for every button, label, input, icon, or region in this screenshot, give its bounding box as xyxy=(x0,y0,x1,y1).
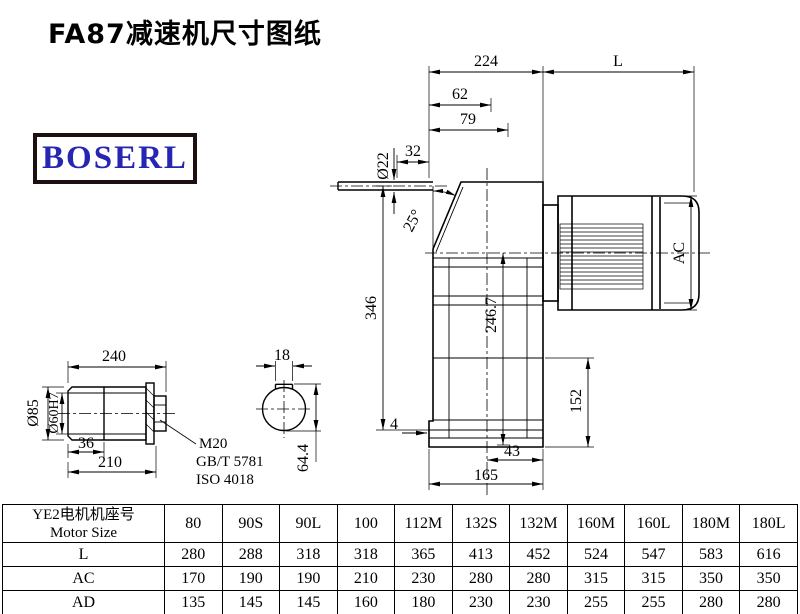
label-m20: M20 xyxy=(199,436,227,452)
dim-dia60h7: Ø60H7 xyxy=(47,392,62,433)
table-cell: 524 xyxy=(566,542,626,567)
motor-size-table: YE2电机机座号 Motor Size 80 90S 90L 100 112M … xyxy=(2,504,798,614)
dim-36: 36 xyxy=(78,435,94,452)
table-cell: 350 xyxy=(681,566,741,591)
dimension-lines xyxy=(45,69,694,487)
dim-dia85: Ø85 xyxy=(25,399,42,427)
table-cell: 230 xyxy=(451,590,511,614)
extension-lines xyxy=(42,66,697,490)
dim-L: L xyxy=(613,53,623,70)
row-label: AD xyxy=(2,590,165,614)
table-cell: 452 xyxy=(509,542,568,567)
motor-size-header: 160M xyxy=(566,504,626,543)
dim-79: 79 xyxy=(460,111,476,128)
table-header-row: YE2电机机座号 Motor Size 80 90S 90L 100 112M … xyxy=(2,504,798,543)
table-cell: 145 xyxy=(221,590,281,614)
table-cell: 280 xyxy=(509,566,568,591)
dim-346: 346 xyxy=(363,296,380,320)
dim-AC: AC xyxy=(671,242,688,264)
motor-size-header: 132M xyxy=(509,504,568,543)
dim-18: 18 xyxy=(274,347,290,364)
table-cell: 280 xyxy=(681,590,741,614)
table-cell: 365 xyxy=(394,542,453,567)
row-label: L xyxy=(2,542,165,567)
motor-size-header: 90S xyxy=(221,504,281,543)
table-cell: 583 xyxy=(681,542,741,567)
table-row-AD: AD 135 145 145 160 180 230 230 255 255 2… xyxy=(2,590,798,614)
table-cell: 255 xyxy=(624,590,683,614)
table-cell: 230 xyxy=(509,590,568,614)
table-cell: 318 xyxy=(336,542,396,567)
header-cn: YE2电机机座号 xyxy=(32,506,135,523)
motor-size-header: 100 xyxy=(336,504,396,543)
dim-64-4: 64.4 xyxy=(295,444,312,472)
label-iso-4018: ISO 4018 xyxy=(196,472,254,488)
table-cell: 255 xyxy=(566,590,626,614)
table-cell: 616 xyxy=(739,542,798,567)
table-cell: 180 xyxy=(394,590,453,614)
table-cell: 210 xyxy=(336,566,396,591)
dim-246-7: 246.7 xyxy=(483,297,500,333)
table-cell: 547 xyxy=(624,542,683,567)
table-cell: 190 xyxy=(279,566,338,591)
motor-size-header: 160L xyxy=(624,504,683,543)
dim-152: 152 xyxy=(568,389,585,413)
table-cell: 190 xyxy=(221,566,281,591)
table-cell: 315 xyxy=(566,566,626,591)
angle-annotation xyxy=(432,186,456,249)
table-cell: 135 xyxy=(164,590,223,614)
centerlines xyxy=(58,168,712,497)
dim-32: 32 xyxy=(405,143,421,160)
table-row-L: L 280 288 318 318 365 413 452 524 547 58… xyxy=(2,542,798,567)
header-en: Motor Size xyxy=(49,524,118,541)
motor-size-header: 180M xyxy=(681,504,741,543)
table-cell: 280 xyxy=(451,566,511,591)
motor-fins xyxy=(559,202,692,304)
shaft-section-view xyxy=(261,383,307,432)
table-cell: 160 xyxy=(336,590,396,614)
table-cell: 280 xyxy=(164,542,223,567)
motor-size-header: 132S xyxy=(451,504,511,543)
dim-224: 224 xyxy=(474,53,498,70)
dim-4: 4 xyxy=(390,416,398,433)
motor-size-header: 80 xyxy=(164,504,223,543)
gearbox-details xyxy=(429,186,543,439)
table-row-AC: AC 170 190 190 210 230 280 280 315 315 3… xyxy=(2,566,798,591)
table-cell: 315 xyxy=(624,566,683,591)
logo-box: BOSERL xyxy=(33,133,197,184)
gearbox-housing xyxy=(428,181,544,448)
dim-62: 62 xyxy=(452,86,468,103)
motor-size-header: 90L xyxy=(279,504,338,543)
dim-240: 240 xyxy=(102,348,126,365)
table-cell: 288 xyxy=(221,542,281,567)
dim-210: 210 xyxy=(98,454,122,471)
output-shaft-view xyxy=(67,382,167,445)
table-corner-cell: YE2电机机座号 Motor Size xyxy=(2,504,165,543)
dim-43: 43 xyxy=(504,443,520,460)
dim-165: 165 xyxy=(474,467,498,484)
motor-size-header: 112M xyxy=(394,504,453,543)
page-title: FA87减速机尺寸图纸 xyxy=(48,19,322,50)
row-label: AC xyxy=(2,566,165,591)
table-cell: 280 xyxy=(739,590,798,614)
table-cell: 318 xyxy=(279,542,338,567)
top-shaft xyxy=(337,181,433,191)
table-cell: 145 xyxy=(279,590,338,614)
dim-angle-25: 25° xyxy=(400,207,426,235)
motor-size-header: 180L xyxy=(739,504,798,543)
table-cell: 170 xyxy=(164,566,223,591)
label-gbt-5781: GB/T 5781 xyxy=(196,454,264,470)
table-cell: 413 xyxy=(451,542,511,567)
table-cell: 230 xyxy=(394,566,453,591)
dim-dia22: Ø22 xyxy=(375,152,392,180)
logo-text: BOSERL xyxy=(42,140,188,176)
table-cell: 350 xyxy=(739,566,798,591)
